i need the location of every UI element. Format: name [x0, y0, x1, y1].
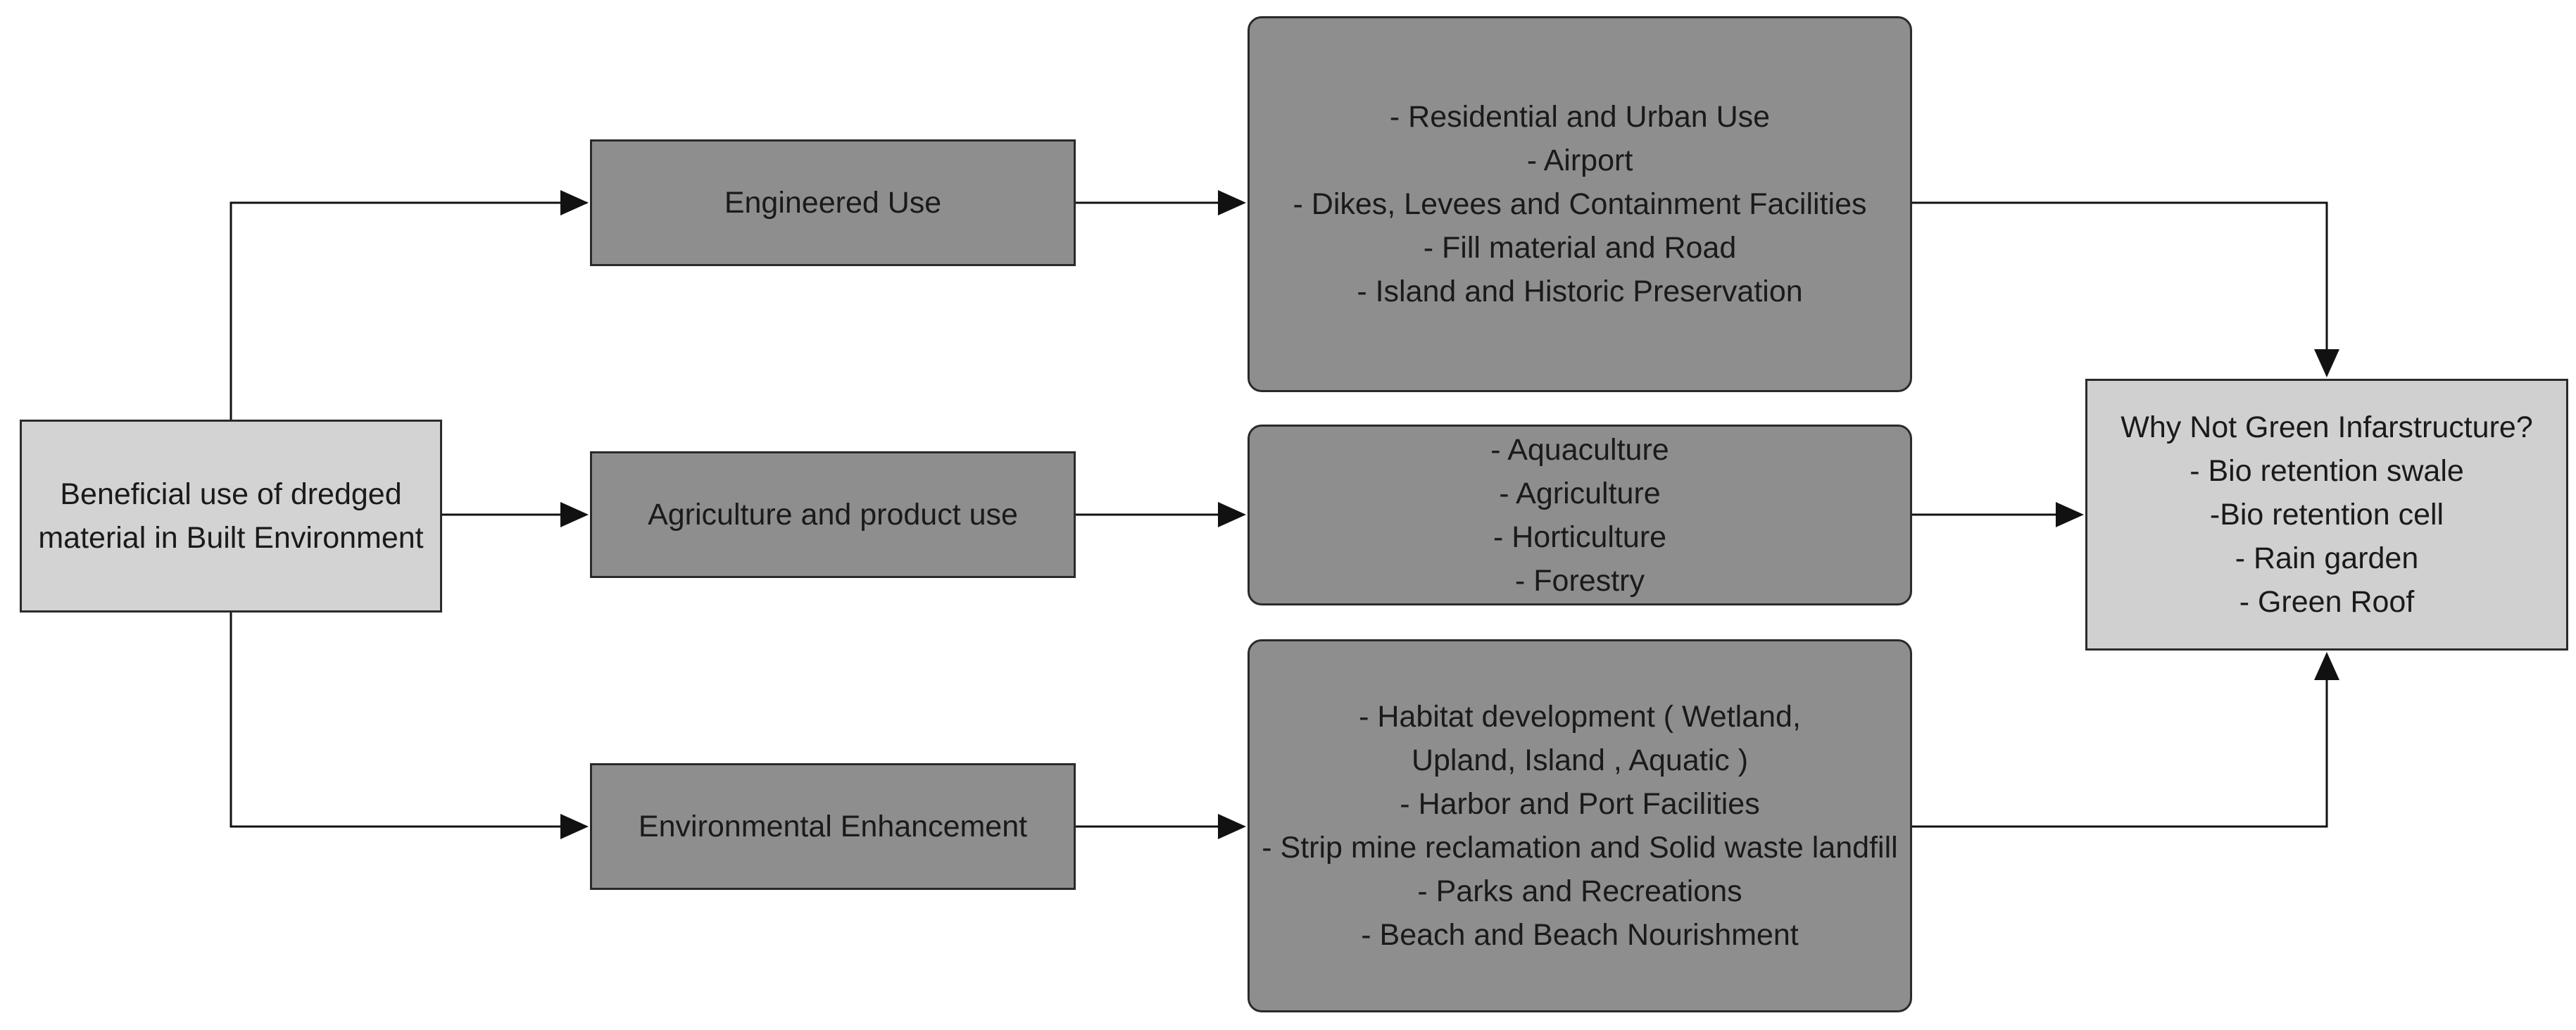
list-item: Upland, Island , Aquatic ): [1411, 743, 1749, 777]
list-item: - Rain garden: [2235, 541, 2419, 575]
list-item: - Parks and Recreations: [1417, 874, 1742, 908]
arrow-environmental-list-to-gi: [1912, 677, 2328, 828]
agriculture-use-box: Agriculture and product use: [590, 451, 1076, 578]
engineered-use-box: Engineered Use: [590, 139, 1076, 266]
list-item: - Habitat development ( Wetland,: [1359, 700, 1801, 734]
engineered-use-label: Engineered Use: [724, 186, 942, 220]
list-item: - Aquaculture: [1490, 432, 1669, 467]
arrowhead-environmental-list: [1218, 814, 1246, 839]
source-line: material in Built Environment: [38, 521, 424, 555]
arrowhead-environmental: [560, 814, 589, 839]
list-item: - Strip mine reclamation and Solid waste…: [1262, 831, 1898, 865]
arrow-engineered-list-to-gi: [1912, 201, 2328, 352]
arrowhead-engineered-list: [1218, 190, 1246, 215]
arrowhead-gi-left: [2056, 502, 2084, 527]
list-item: - Harbor and Port Facilities: [1400, 787, 1760, 821]
list-item: - Island and Historic Preservation: [1357, 275, 1803, 308]
arrowhead-agriculture-list: [1218, 502, 1246, 527]
environmental-enhancement-box: Environmental Enhancement: [590, 763, 1076, 890]
list-item: - Agriculture: [1499, 476, 1661, 510]
agriculture-use-label: Agriculture and product use: [648, 498, 1018, 532]
list-item: - Green Roof: [2239, 585, 2415, 619]
list-item: - Forestry: [1515, 563, 1645, 598]
list-item: - Horticulture: [1493, 520, 1667, 554]
list-item: - Bio retention swale: [2189, 454, 2464, 488]
arrowhead-gi-top: [2314, 349, 2339, 377]
environmental-uses-list: - Habitat development ( Wetland, Upland,…: [1248, 639, 1912, 1012]
source-box: Beneficial use of dredged material in Bu…: [20, 420, 442, 613]
arrow-source-to-environmental: [230, 613, 563, 828]
list-item: - Beach and Beach Nourishment: [1361, 918, 1799, 952]
list-item: - Fill material and Road: [1423, 231, 1737, 265]
arrowhead-gi-bottom: [2314, 652, 2339, 680]
list-item: - Residential and Urban Use: [1389, 100, 1771, 134]
green-infrastructure-title: Why Not Green Infarstructure?: [2121, 410, 2533, 444]
arrowhead-engineered: [560, 190, 589, 215]
engineered-uses-list: - Residential and Urban Use - Airport - …: [1248, 16, 1912, 392]
arrow-source-to-engineered: [230, 201, 587, 420]
list-item: - Dikes, Levees and Containment Faciliti…: [1293, 187, 1867, 221]
list-item: - Airport: [1526, 144, 1633, 177]
green-infrastructure-box: Why Not Green Infarstructure? - Bio rete…: [2085, 379, 2568, 651]
agriculture-uses-list: - Aquaculture - Agriculture - Horticultu…: [1248, 425, 1912, 605]
arrowhead-agriculture: [560, 502, 589, 527]
environmental-enhancement-label: Environmental Enhancement: [638, 810, 1028, 843]
list-item: -Bio retention cell: [2209, 498, 2444, 532]
source-line: Beneficial use of dredged: [60, 477, 402, 511]
